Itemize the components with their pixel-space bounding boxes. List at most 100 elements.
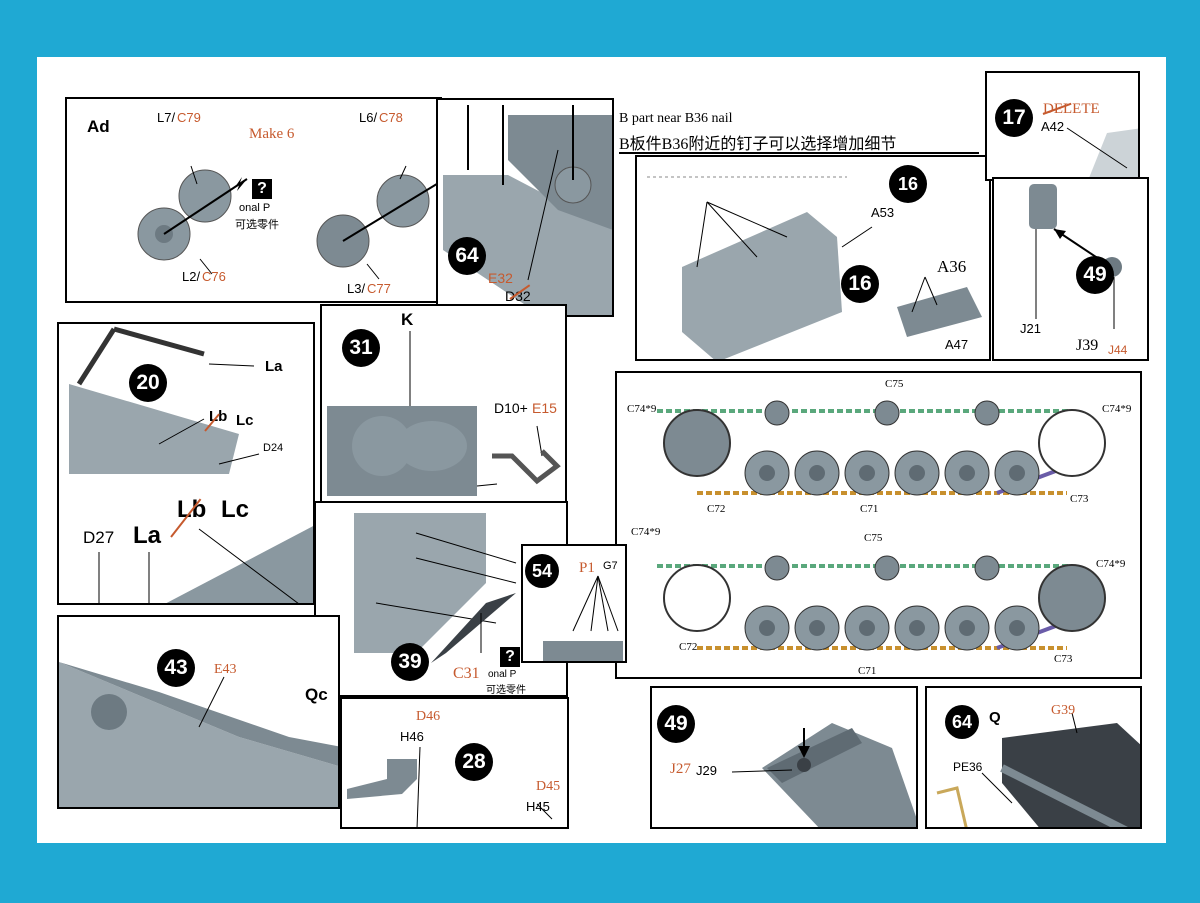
drive-sprocket (1038, 564, 1106, 632)
optional-part-icon: ? (252, 179, 272, 199)
step-number-17: 17 (995, 99, 1033, 137)
sponson-drawing (936, 712, 1140, 827)
panel-20: 20 La Lb Lc D24 D27 La Lb Lc (57, 322, 315, 605)
road-wheel-hub (859, 465, 875, 481)
road-wheel-hub (859, 620, 875, 636)
label-la-top: La (265, 358, 283, 375)
step-number-43: 43 (157, 649, 195, 687)
return-roller (974, 400, 1000, 426)
part-j21-drawing (1029, 184, 1122, 329)
label-c77: C77 (367, 281, 391, 296)
return-roller (874, 555, 900, 581)
panel-ad: Ad L7/ C79 Make 6 L6/ C78 ? onal P 可选零件 … (65, 97, 442, 303)
label-a36: A36 (937, 257, 967, 276)
label-e15: E15 (532, 400, 557, 416)
label-qc: Qc (305, 685, 328, 704)
step-number-49: 49 (1076, 256, 1114, 294)
label-l3: L3/ (347, 281, 366, 296)
label-c73-top: C73 (1070, 493, 1089, 505)
hull-side-drawing (69, 326, 313, 603)
label-c71-bottom: C71 (858, 665, 877, 677)
label-c72-top: C72 (707, 503, 726, 515)
panel-tracks: C75 C74*9 C74*9 C72 C71 C73 C75 C74*9 C7… (615, 371, 1142, 679)
label-la: La (133, 522, 162, 549)
label-e43: E43 (214, 662, 237, 677)
engine-assembly-drawing (327, 331, 561, 496)
label-a42: A42 (1041, 119, 1065, 134)
road-wheel-hub (1009, 620, 1025, 636)
step-number-54: 54 (525, 554, 559, 588)
panel-17: 17 DELETE A42 (985, 71, 1140, 181)
drive-sprocket (663, 409, 731, 477)
road-wheel-hub (1009, 465, 1025, 481)
step-number-28: 28 (455, 743, 493, 781)
step-number-20: 20 (129, 364, 167, 402)
road-wheel-hub (909, 620, 925, 636)
label-j29: J29 (696, 763, 717, 778)
label-j39: J39 (1076, 337, 1099, 354)
label-delete: DELETE (1043, 101, 1100, 117)
label-c79: C79 (177, 110, 201, 125)
road-wheel-hub (809, 465, 825, 481)
return-roller (874, 400, 900, 426)
note-english: B part near B36 nail (619, 111, 733, 126)
label-c74-top-left: C74*9 (627, 403, 657, 415)
label-j44: J44 (1108, 343, 1128, 357)
part-a42-drawing (1066, 127, 1138, 179)
panel-43: 43 E43 Qc (57, 615, 340, 809)
return-roller (764, 400, 790, 426)
panel-64-upper: 64 E32 D32 (436, 98, 614, 317)
label-g7: G7 (603, 560, 618, 572)
label-g39: G39 (1051, 703, 1076, 718)
label-c72-bottom: C72 (679, 641, 698, 653)
hull-top-drawing (59, 662, 338, 807)
label-e32: E32 (488, 270, 513, 286)
label-lc: Lc (221, 496, 250, 523)
step-number-49: 49 (657, 705, 695, 743)
label-l7: L7/ (157, 110, 176, 125)
road-wheel-hub (959, 465, 975, 481)
label-l6: L6/ (359, 110, 378, 125)
label-a47: A47 (945, 337, 969, 352)
label-lc-top: Lc (236, 412, 254, 429)
idler-arm-drawing (731, 723, 916, 827)
optional-label-cn: 可选零件 (486, 685, 526, 696)
return-roller (764, 555, 790, 581)
label-c76: C76 (202, 269, 226, 284)
make-note: Make 6 (249, 126, 295, 142)
note-underline (619, 152, 979, 154)
step-number-31: 31 (342, 329, 380, 367)
track-assembly-drawing (657, 400, 1106, 651)
label-pe36: PE36 (953, 760, 983, 774)
panel-title: Ad (87, 117, 110, 136)
label-c71-top: C71 (860, 503, 879, 515)
hull-part-drawing (443, 105, 612, 315)
track-guard-drawing (354, 513, 517, 663)
bracket-drawing (347, 746, 553, 827)
panel-28: D46 H46 28 D45 H45 (340, 697, 569, 829)
label-j27: J27 (670, 761, 691, 777)
label-k: K (401, 310, 414, 329)
road-wheel-hub (759, 465, 775, 481)
idler-wheel (663, 564, 731, 632)
label-d24: D24 (263, 442, 284, 454)
wheel-assembly-drawing (137, 165, 440, 280)
road-wheel-hub (959, 620, 975, 636)
label-c74-bottom-right: C74*9 (1096, 558, 1126, 570)
label-c75-top: C75 (885, 378, 904, 390)
road-wheel-hub (809, 620, 825, 636)
panel-64-lower: 64 Q G39 PE36 (925, 686, 1142, 829)
label-d32: D32 (505, 288, 531, 304)
step-number-16: 16 (841, 265, 879, 303)
optional-label-en: onal P (488, 669, 517, 680)
track-links-drawing (543, 575, 623, 661)
step-number-64: 64 (448, 237, 486, 275)
label-c31: C31 (453, 665, 480, 682)
note-chinese: B板件B36附近的钉子可以选择增加细节 (619, 136, 897, 153)
optional-label-cn: 可选零件 (235, 219, 279, 231)
label-c73-bottom: C73 (1054, 653, 1073, 665)
label-h45: H45 (526, 799, 550, 814)
optional-label-en: onal P (239, 202, 271, 214)
instruction-sheet: Ad L7/ C79 Make 6 L6/ C78 ? onal P 可选零件 … (37, 57, 1166, 843)
label-d10: D10+ (494, 400, 528, 416)
